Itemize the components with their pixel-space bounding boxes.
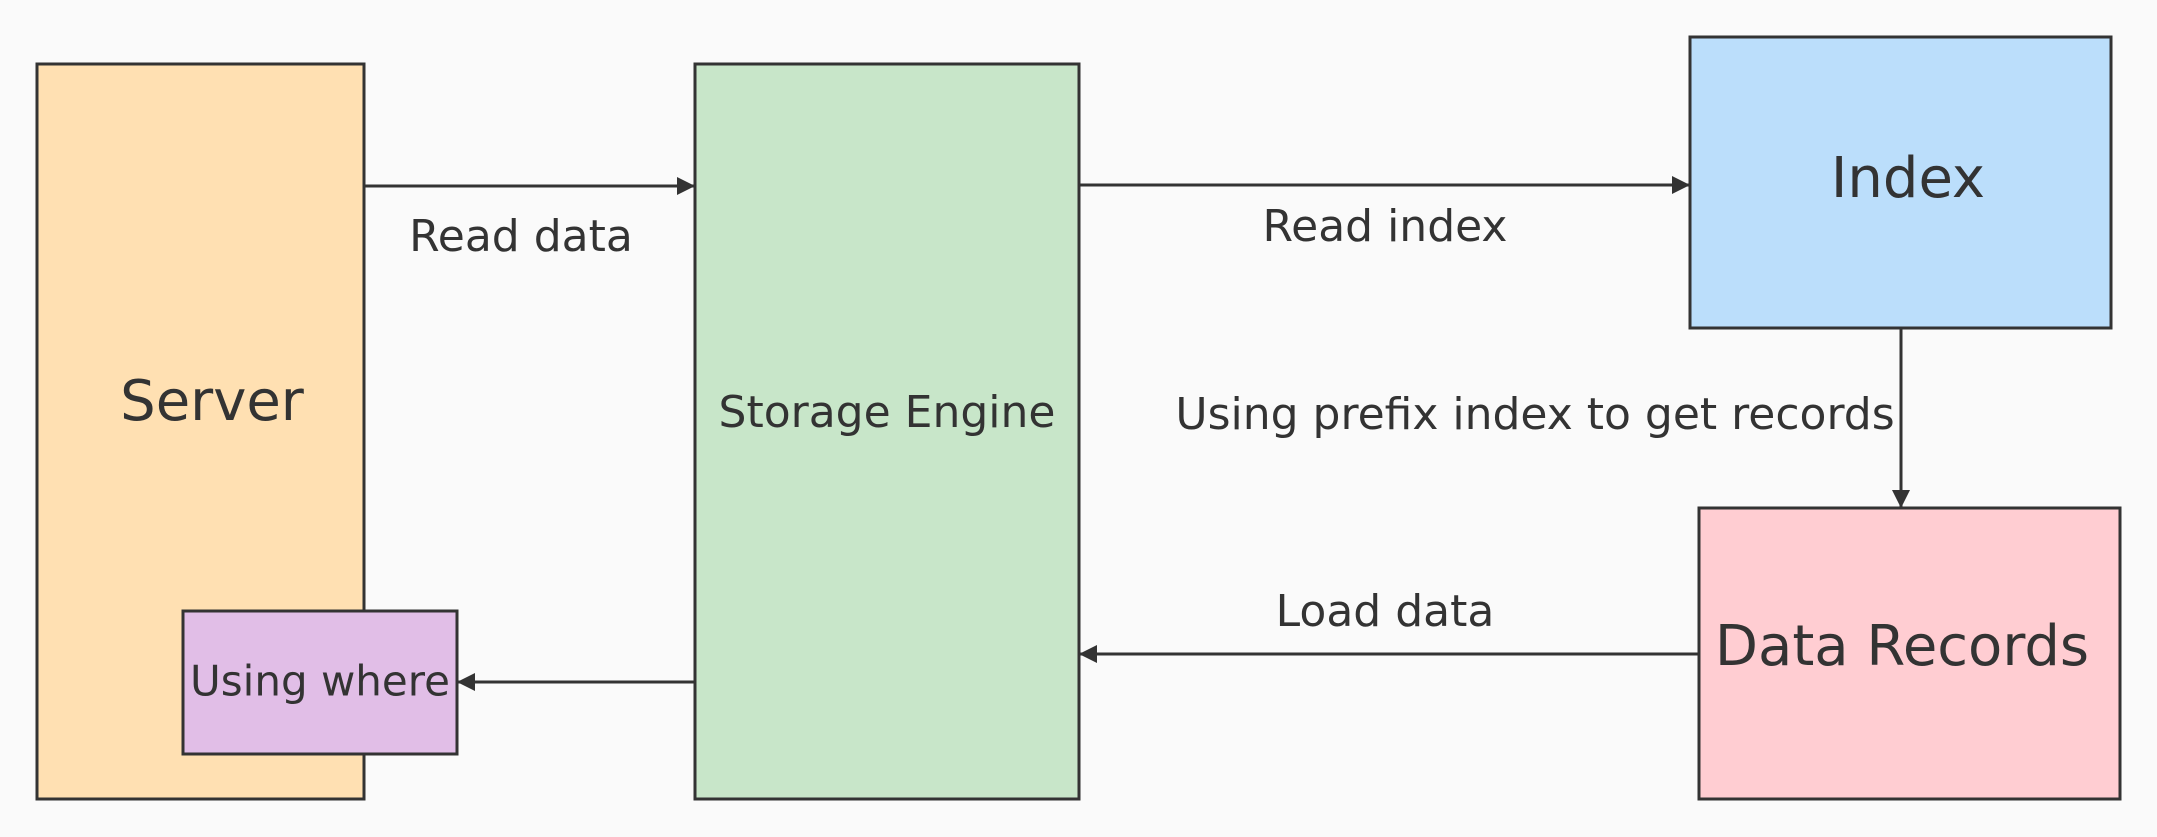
index-label: Index [1831, 146, 1985, 211]
storage-engine-box [693, 62, 1081, 801]
server-label: Server [120, 369, 305, 434]
data-records-label: Data Records [1715, 614, 2089, 679]
using-where-label: Using where [190, 657, 450, 706]
load-data-label: Load data [1276, 586, 1495, 637]
prefix-index-label: Using prefix index to get records [1175, 389, 1894, 440]
data-records-box [1697, 506, 2122, 801]
storage-engine-label: Storage Engine [719, 387, 1056, 438]
index-box [1688, 35, 2113, 330]
read-index-label: Read index [1263, 201, 1508, 252]
using-where-box [181, 609, 459, 756]
read-data-label: Read data [409, 211, 633, 262]
